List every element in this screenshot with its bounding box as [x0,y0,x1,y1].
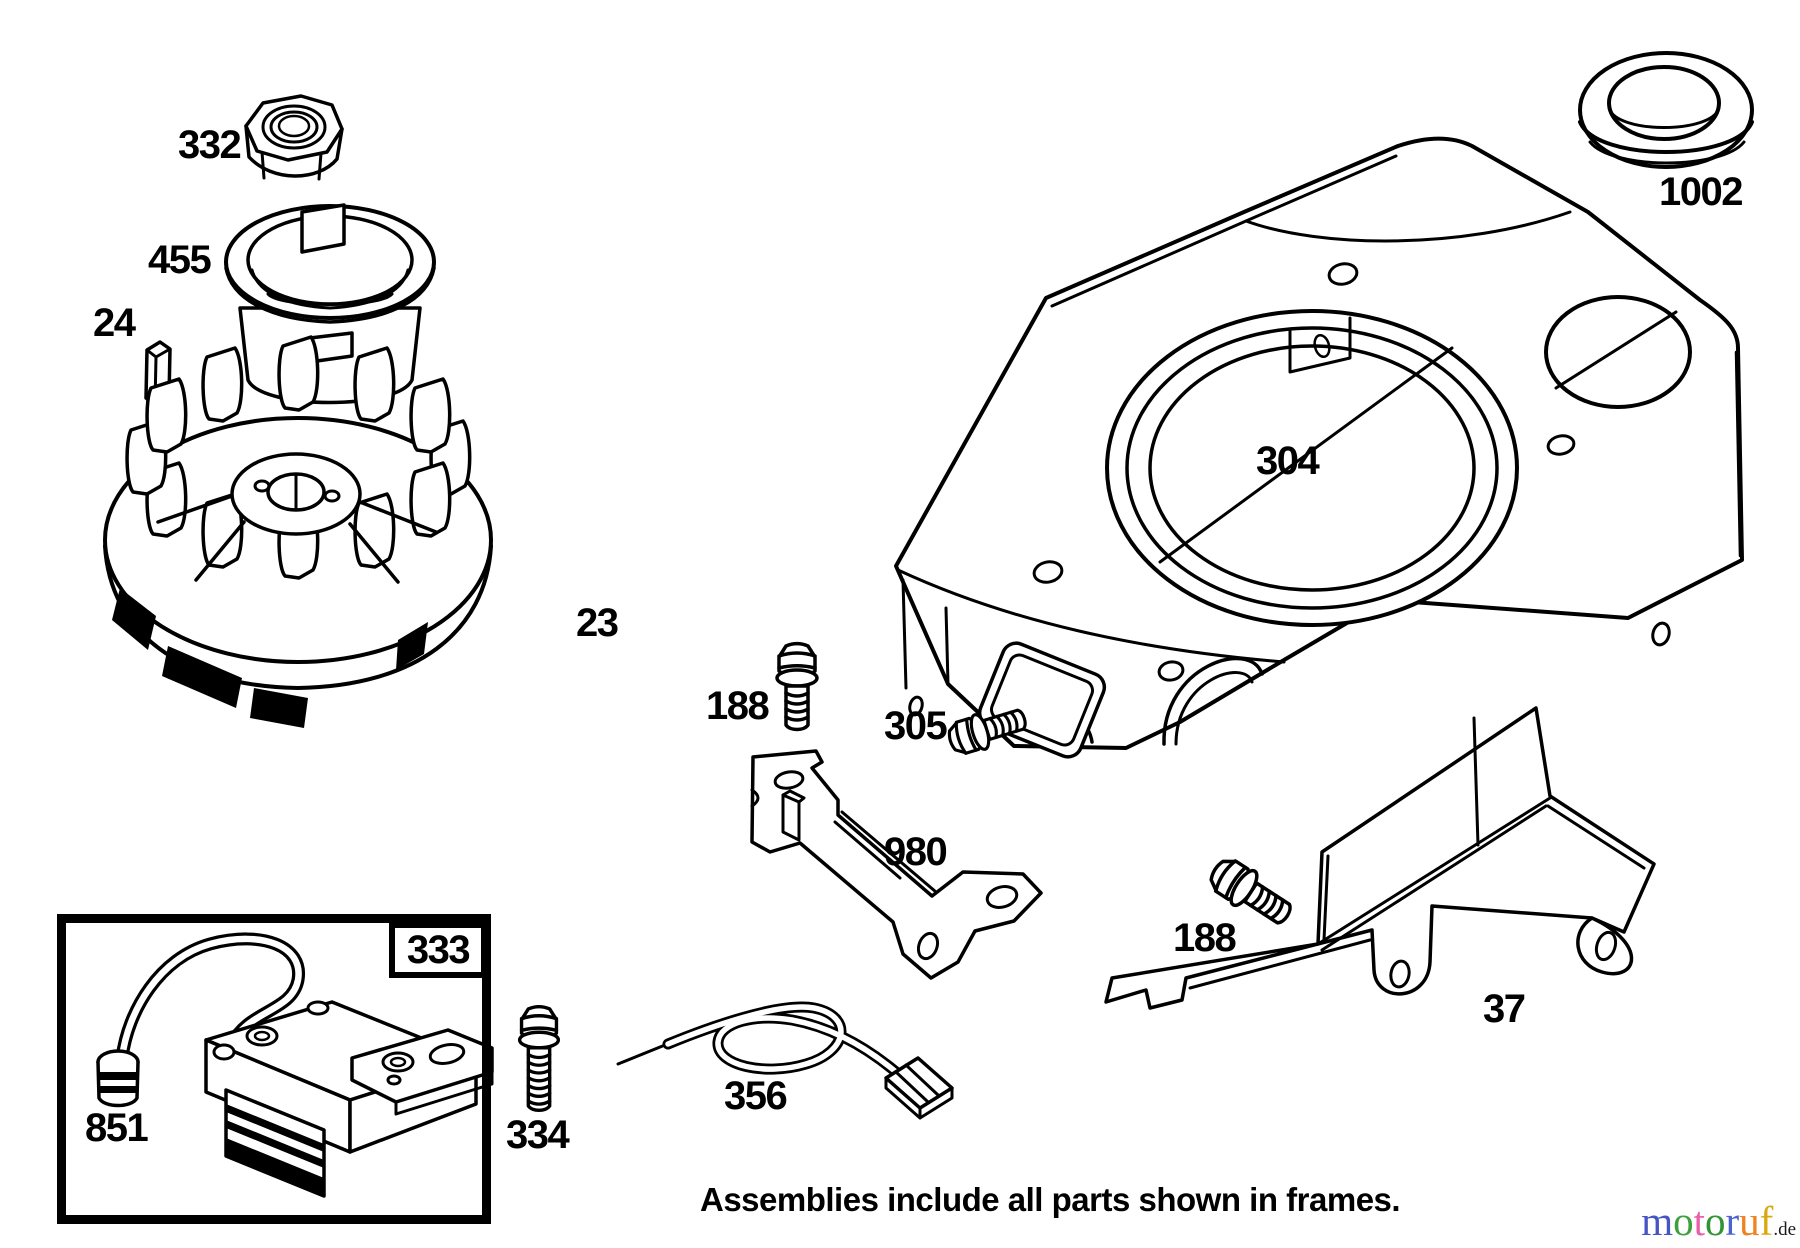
part-drawing-bracket-980 [750,749,1043,980]
part-drawing-ignition-coil-851 [96,932,494,1198]
part-label-housing-304: 304 [1256,439,1320,483]
logo-letter: f [1759,1198,1774,1244]
logo-letter: o [1705,1198,1726,1244]
part-drawing-starter-cup-455 [224,203,436,405]
part-drawing-bolt-188-center [775,642,819,732]
logo-suffix: .de [1773,1219,1796,1240]
part-drawing-blower-housing-304 [894,136,1744,759]
part-label-bracket-37: 37 [1483,987,1526,1031]
part-drawing-bolt-334 [517,1005,561,1113]
assembly-frame-border [57,914,491,1224]
part-label-flywheel-23: 23 [576,601,619,645]
part-label-bolt-188-right: 188 [1173,916,1237,960]
part-label-bolt-188-center: 188 [706,684,770,728]
motoruf-logo: motoruf.de [1641,1201,1796,1242]
part-label-coil-851: 851 [85,1106,149,1150]
part-drawing-nut-332 [244,94,344,181]
logo-letter: u [1739,1198,1760,1244]
part-label-nut-332: 332 [178,123,242,167]
part-drawing-bracket-37 [1104,706,1656,1010]
part-label-bracket-980: 980 [884,830,948,874]
part-drawing-grommet-1002 [1578,51,1754,169]
assembly-frame-tag: 333 [389,922,487,978]
part-label-cup-455: 455 [148,238,212,282]
part-label-screw-305: 305 [884,704,948,748]
logo-letter: t [1693,1198,1705,1244]
part-label-wire-356: 356 [724,1074,788,1118]
logo-letter: r [1725,1198,1740,1244]
logo-letter: m [1641,1198,1674,1244]
assemblies-note: Assemblies include all parts shown in fr… [700,1181,1401,1218]
part-drawing-stop-wire-356 [616,1001,954,1120]
part-label-bolt-334: 334 [506,1113,570,1157]
part-label-grommet-1002: 1002 [1659,170,1743,214]
logo-letter: o [1673,1198,1694,1244]
part-label-key-24: 24 [93,301,136,345]
part-drawing-flywheel-23 [103,335,493,728]
